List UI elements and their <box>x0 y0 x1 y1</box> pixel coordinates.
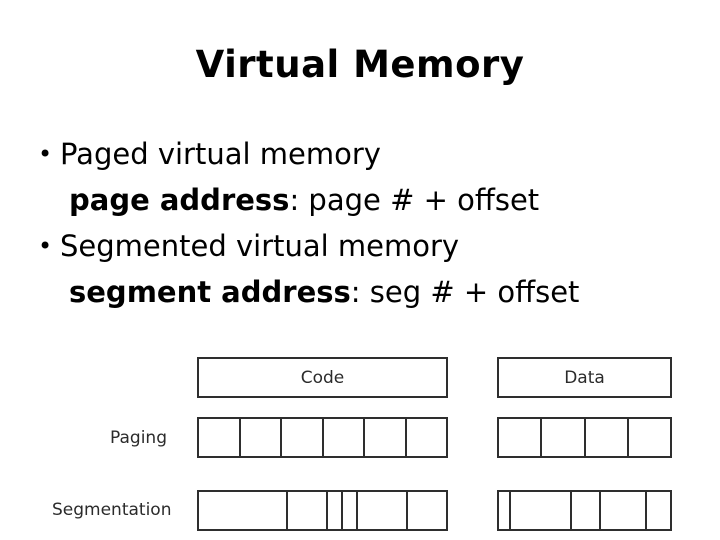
memory-region-box: Data <box>497 357 672 398</box>
memory-region-box: Code <box>197 357 448 398</box>
memory-cell <box>572 492 601 529</box>
memory-cell <box>407 419 447 456</box>
memory-cell <box>647 492 670 529</box>
memory-cell <box>282 419 324 456</box>
memory-cell <box>499 419 543 456</box>
memory-cell <box>629 419 670 456</box>
memory-cell <box>288 492 328 529</box>
memory-region-label: Data <box>564 367 605 388</box>
memory-cell <box>408 492 446 529</box>
memory-cell <box>241 419 282 456</box>
bullet-icon: • <box>38 140 53 168</box>
memory-cell <box>499 492 512 529</box>
bullet-detail-rest: : page # + offset <box>289 183 540 217</box>
bullet-detail-rest: : seg # + offset <box>350 275 580 309</box>
page-title: Virtual Memory <box>195 43 525 86</box>
bullet-list: •Paged virtual memory page address: page… <box>38 131 698 315</box>
bullet-heading: Segmented virtual memory <box>60 229 460 263</box>
row-label-paging: Paging <box>110 428 167 448</box>
memory-cell <box>358 492 409 529</box>
list-item: •Segmented virtual memory <box>38 223 698 269</box>
memory-cell <box>365 419 407 456</box>
memory-cell <box>328 492 343 529</box>
bullet-detail-term: segment address <box>69 275 351 309</box>
list-item-detail: segment address: seg # + offset <box>38 269 698 315</box>
memory-cell <box>511 492 572 529</box>
bullet-heading: Paged virtual memory <box>60 137 381 171</box>
segmentation-code-bar <box>197 490 448 531</box>
memory-cell <box>324 419 365 456</box>
memory-cell <box>199 419 241 456</box>
memory-cell <box>343 492 359 529</box>
paging-code-bar <box>197 417 448 458</box>
memory-region-label: Code <box>300 367 345 388</box>
memory-cell <box>586 419 629 456</box>
segmentation-data-bar <box>497 490 672 531</box>
memory-cell <box>601 492 647 529</box>
list-item-detail: page address: page # + offset <box>38 177 698 223</box>
row-label-segmentation: Segmentation <box>52 500 172 520</box>
memory-cell <box>542 419 586 456</box>
paging-data-bar <box>497 417 672 458</box>
bullet-detail-term: page address <box>69 183 290 217</box>
bullet-icon: • <box>38 232 53 260</box>
memory-cell <box>199 492 288 529</box>
list-item: •Paged virtual memory <box>38 131 698 177</box>
